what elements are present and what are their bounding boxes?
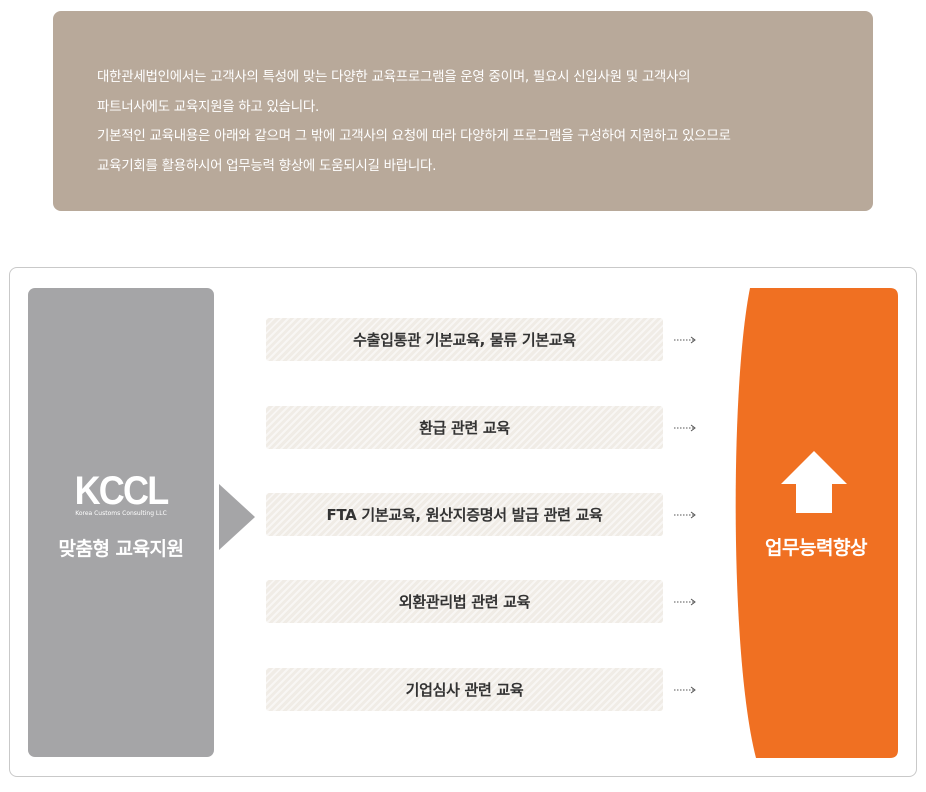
dotted-arrow-icon: [674, 686, 696, 694]
education-item-customs: 수출입통관 기본교육, 물류 기본교육: [266, 318, 663, 361]
arrow-up-icon: [781, 451, 847, 513]
intro-line-2: 파트너사에도 교육지원을 하고 있습니다.: [97, 98, 320, 115]
education-item-label: 외환관리법 관련 교육: [398, 593, 531, 611]
education-item-foreign-exchange: 외환관리법 관련 교육: [266, 580, 663, 623]
education-item-label: 수출입통관 기본교육, 물류 기본교육: [353, 331, 576, 349]
left-panel: KCCL Korea Customs Consulting LLC 맞춤형 교육…: [28, 288, 214, 757]
education-item-audit: 기업심사 관련 교육: [266, 668, 663, 711]
education-item-fta: FTA 기본교육, 원산지증명서 발급 관련 교육: [266, 493, 663, 536]
intro-line-1: 대한관세법인에서는 고객사의 특성에 맞는 다양한 교육프로그램을 운영 중이며…: [97, 69, 691, 85]
intro-box: 대한관세법인에서는 고객사의 특성에 맞는 다양한 교육프로그램을 운영 중이며…: [53, 11, 873, 211]
chevron-right-icon: [219, 484, 255, 550]
dotted-arrow-icon: [674, 424, 696, 432]
left-panel-title: 맞춤형 교육지원: [58, 538, 184, 560]
dotted-arrow-icon: [674, 511, 696, 519]
logo-text: KCCL: [74, 469, 170, 513]
dotted-arrow-icon: [674, 598, 696, 606]
intro-line-3: 기본적인 교육내용은 아래와 같으며 그 밖에 고객사의 요청에 따라 다양하게…: [97, 128, 731, 144]
kccl-logo: KCCL Korea Customs Consulting LLC: [28, 469, 214, 517]
education-item-label: 환급 관련 교육: [419, 419, 510, 437]
intro-line-4: 교육기회를 활용하시어 업무능력 향상에 도움되시길 바랍니다.: [97, 157, 437, 174]
education-item-label: FTA 기본교육, 원산지증명서 발급 관련 교육: [326, 506, 603, 524]
education-item-label: 기업심사 관련 교육: [405, 681, 524, 699]
right-panel-title: 업무능력향상: [765, 537, 867, 559]
right-panel: [735, 288, 898, 758]
logo-subtitle: Korea Customs Consulting LLC: [75, 510, 167, 517]
dotted-arrow-icon: [674, 336, 696, 344]
education-item-refund: 환급 관련 교육: [266, 406, 663, 449]
